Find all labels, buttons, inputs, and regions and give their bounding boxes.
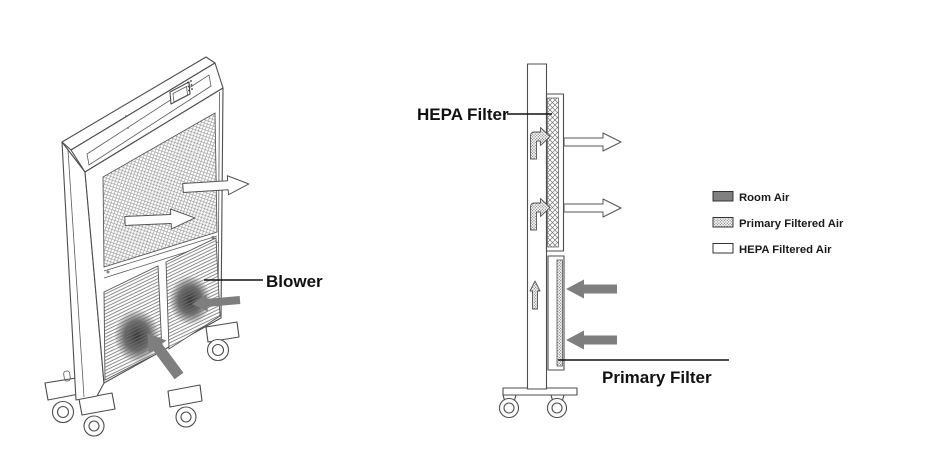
hepa-filter-media	[547, 97, 559, 248]
primary-air-up-arrow	[529, 280, 541, 310]
caster-front-center	[78, 392, 116, 437]
legend-item-primary-filtered-air: Primary Filtered Air	[712, 217, 844, 230]
legend-item-hepa-filtered-air: HEPA Filtered Air	[712, 243, 832, 256]
hepa-filter-label: HEPA Filter	[417, 105, 509, 124]
cabinet-front-face	[84, 87, 224, 384]
primary-air-hook-arrow-1	[530, 127, 551, 160]
front-view-unit: Blower	[44, 56, 323, 437]
caster-side-left	[498, 394, 520, 419]
room-air-label: Room Air	[739, 192, 790, 204]
hepa-air-out-arrow-2	[124, 208, 196, 230]
primary-filter-label: Primary Filter	[602, 368, 712, 387]
room-air-swatch	[712, 191, 734, 202]
primary-air-hook-arrow-2	[530, 198, 551, 231]
legend: Room Air Primary Filtered Air HEPA Filte…	[712, 191, 844, 256]
caster-rear-center	[167, 384, 203, 428]
legend-item-room-air: Room Air	[712, 191, 790, 204]
hepa-filtered-air-swatch	[712, 243, 734, 254]
hepa-air-out-arrow-4	[563, 198, 622, 218]
recessed-groove	[86, 74, 212, 166]
side-view-unit: HEPA Filter Primary Filter	[417, 63, 729, 419]
room-air-in-arrow-3	[566, 279, 617, 299]
primary-filtered-air-label: Primary Filtered Air	[739, 218, 844, 230]
room-air-in-arrow-2	[147, 333, 184, 380]
blower-intake-right	[165, 237, 221, 350]
primary-filter-media	[556, 259, 563, 367]
display-screen	[169, 81, 191, 105]
hepa-air-out-arrow-3	[563, 132, 622, 152]
caster-rear-right	[205, 321, 240, 362]
room-air-in-arrow-4	[566, 330, 617, 350]
room-air-in-arrow-1	[192, 294, 241, 312]
blower-intake-left	[103, 265, 163, 381]
blower-label: Blower	[266, 272, 323, 291]
hepa-air-out-arrow-1	[182, 175, 250, 196]
caster-front-left	[44, 377, 80, 424]
hepa-filtered-air-label: HEPA Filtered Air	[739, 244, 832, 256]
primary-filtered-air-swatch	[712, 217, 734, 228]
caster-side-right	[546, 394, 568, 419]
control-buttons	[187, 80, 193, 92]
